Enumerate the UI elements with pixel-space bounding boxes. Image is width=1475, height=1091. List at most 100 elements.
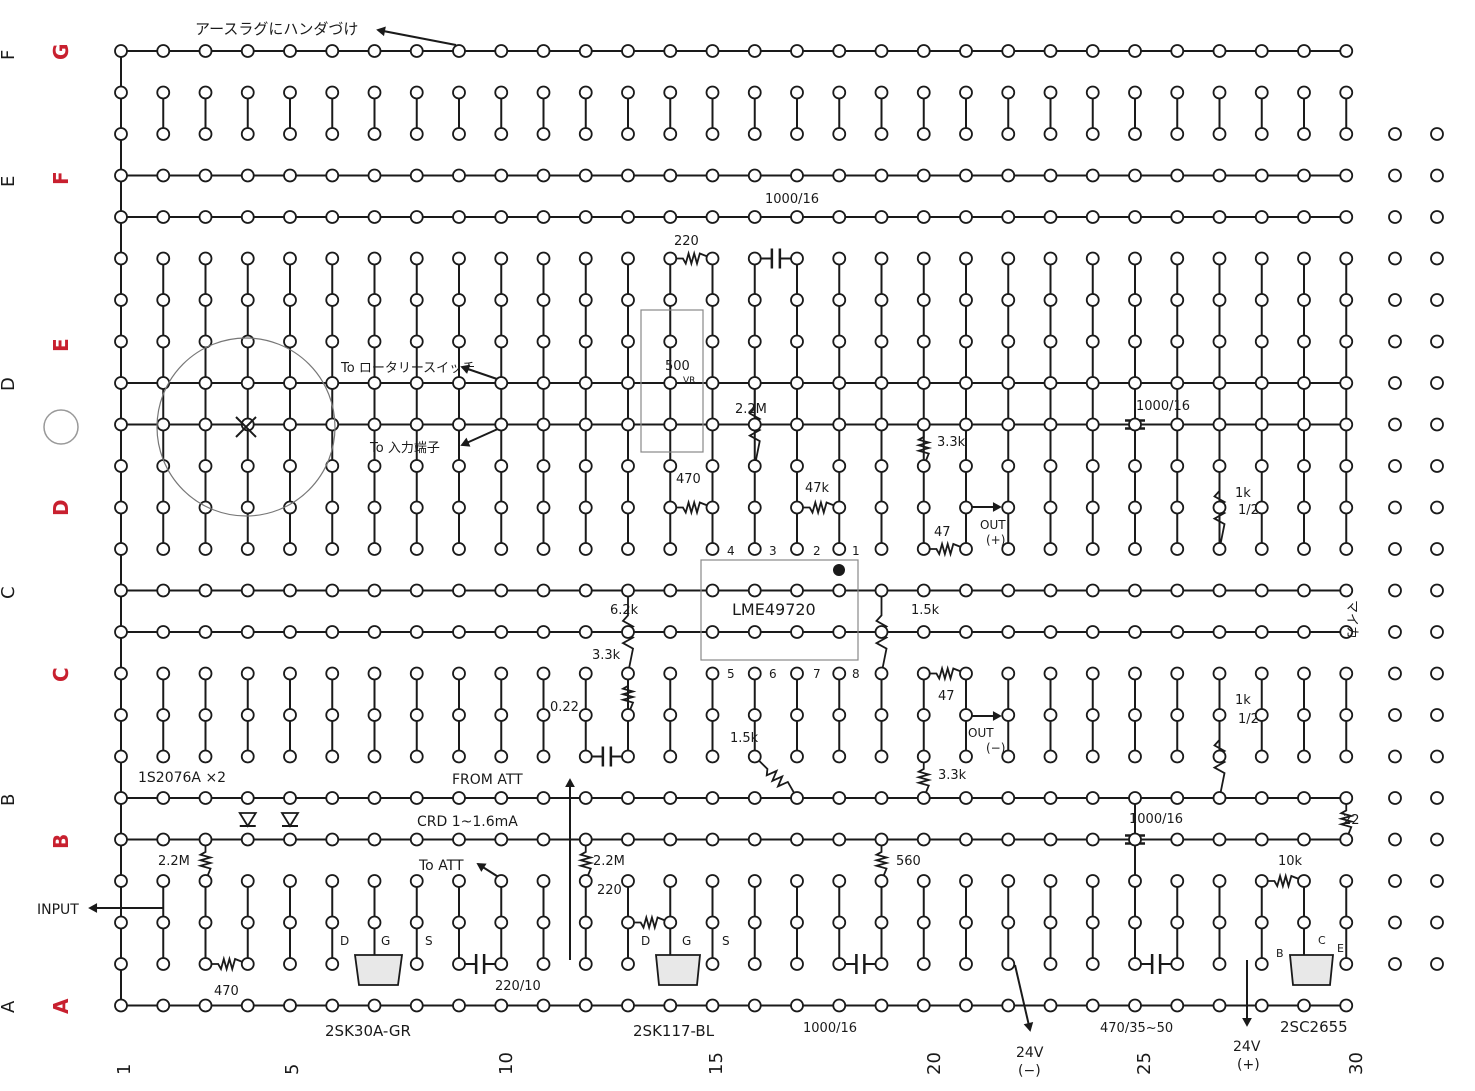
hole bbox=[1170, 168, 1185, 183]
hole bbox=[240, 583, 255, 598]
hole bbox=[1297, 376, 1311, 390]
resistor-470-mid bbox=[670, 499, 713, 516]
value-label: 0.22 bbox=[550, 700, 579, 715]
row-label-black: C bbox=[0, 586, 19, 599]
hole bbox=[283, 749, 297, 764]
hole bbox=[1001, 749, 1016, 764]
hole bbox=[1001, 874, 1016, 888]
hole bbox=[1339, 500, 1354, 515]
hole bbox=[1254, 791, 1269, 805]
out-plus-arrow-head bbox=[992, 502, 1002, 512]
hole bbox=[240, 459, 255, 473]
hole bbox=[916, 44, 931, 58]
hole bbox=[1388, 542, 1402, 556]
ic-pin-number: 3 bbox=[769, 544, 777, 558]
hole bbox=[494, 44, 509, 58]
hole bbox=[156, 293, 171, 307]
hole bbox=[409, 957, 424, 971]
hole bbox=[747, 625, 762, 639]
hole bbox=[1085, 749, 1100, 764]
hole bbox=[536, 915, 551, 930]
hole bbox=[536, 44, 551, 58]
hole bbox=[874, 251, 889, 266]
hole bbox=[1043, 376, 1058, 390]
hole bbox=[325, 293, 340, 307]
hole bbox=[283, 832, 297, 847]
ic-pin1-dot bbox=[833, 564, 845, 576]
hole bbox=[578, 44, 593, 58]
hole bbox=[452, 376, 466, 390]
hole bbox=[1043, 210, 1058, 224]
hole bbox=[874, 459, 889, 473]
hole bbox=[916, 708, 931, 722]
hole bbox=[1128, 127, 1142, 141]
hole bbox=[832, 85, 847, 100]
hole bbox=[536, 542, 551, 556]
hole bbox=[1128, 666, 1142, 681]
hole bbox=[663, 127, 678, 141]
hole bbox=[663, 666, 678, 681]
hole bbox=[832, 957, 847, 971]
hole bbox=[494, 376, 509, 390]
hole bbox=[536, 293, 551, 307]
hole bbox=[1212, 708, 1227, 722]
from-att-label: FROM ATT bbox=[452, 772, 523, 788]
hole bbox=[1043, 957, 1058, 971]
hole bbox=[198, 417, 213, 432]
hole bbox=[1170, 376, 1185, 390]
hole bbox=[959, 542, 973, 556]
hole bbox=[747, 44, 762, 58]
hole bbox=[1001, 500, 1016, 515]
hole bbox=[1043, 500, 1058, 515]
hole bbox=[325, 334, 340, 349]
hole bbox=[283, 542, 297, 556]
out-minus-sign: (−) bbox=[986, 741, 1005, 755]
hole bbox=[621, 44, 635, 58]
hole bbox=[1430, 376, 1444, 390]
rotary-switch-outline bbox=[156, 337, 336, 517]
hole bbox=[114, 44, 128, 58]
hole bbox=[916, 998, 931, 1013]
hole bbox=[409, 500, 424, 515]
hole bbox=[156, 832, 171, 847]
hole bbox=[747, 708, 762, 722]
hole bbox=[1128, 500, 1142, 515]
holes-layer bbox=[114, 44, 1444, 1013]
hole bbox=[1430, 334, 1444, 349]
hole bbox=[1085, 85, 1100, 100]
hole bbox=[1212, 168, 1227, 183]
hole bbox=[1001, 708, 1016, 722]
hole bbox=[1430, 417, 1444, 432]
hole bbox=[1001, 915, 1016, 930]
v24-minus-arrow-head bbox=[1023, 1022, 1034, 1032]
hole bbox=[494, 500, 509, 515]
hole bbox=[874, 625, 889, 639]
hole bbox=[1085, 376, 1100, 390]
hole bbox=[114, 500, 128, 515]
hole bbox=[114, 459, 128, 473]
hole bbox=[1085, 666, 1100, 681]
hole bbox=[114, 957, 128, 971]
hole bbox=[790, 708, 804, 722]
hole bbox=[325, 251, 340, 266]
hole bbox=[916, 251, 931, 266]
hole bbox=[747, 251, 762, 266]
value-label: 47 bbox=[938, 689, 955, 704]
fet1-label: 2SK30A-GR bbox=[325, 1022, 411, 1040]
hole bbox=[790, 293, 804, 307]
hole bbox=[409, 376, 424, 390]
row-label-black: F bbox=[0, 50, 19, 60]
hole bbox=[1001, 459, 1016, 473]
hole bbox=[705, 957, 720, 971]
hole bbox=[1001, 293, 1016, 307]
value-label: 1000/16 bbox=[803, 1021, 857, 1036]
hole bbox=[1001, 542, 1016, 556]
hole bbox=[452, 459, 466, 473]
ic-pin-number: 6 bbox=[769, 667, 777, 681]
hole bbox=[240, 625, 255, 639]
hole bbox=[452, 998, 466, 1013]
hole bbox=[1128, 832, 1142, 847]
hole bbox=[790, 542, 804, 556]
hole bbox=[1170, 127, 1185, 141]
